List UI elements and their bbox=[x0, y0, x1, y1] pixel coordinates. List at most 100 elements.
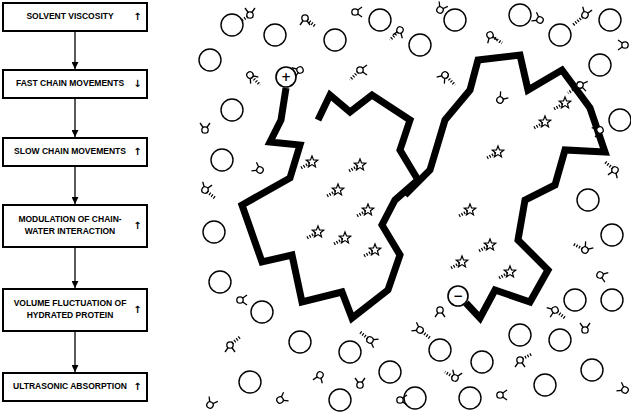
water-circle bbox=[379, 361, 401, 383]
water-molecule bbox=[411, 322, 425, 336]
bound-water-star bbox=[357, 204, 374, 216]
bound-water bbox=[301, 97, 571, 278]
water-molecule bbox=[595, 269, 608, 282]
water-circle bbox=[549, 24, 571, 46]
bound-water-star bbox=[554, 97, 571, 109]
water-circle bbox=[534, 374, 556, 396]
water-circle bbox=[251, 301, 273, 323]
water-molecule bbox=[275, 392, 289, 406]
flow-arrow bbox=[74, 99, 75, 137]
trend-arrow: ↑ bbox=[132, 147, 143, 157]
bound-water-star bbox=[451, 256, 468, 268]
water-molecule bbox=[200, 123, 210, 133]
water-circle bbox=[581, 359, 603, 381]
protein-chain bbox=[242, 88, 418, 318]
flow-arrow bbox=[74, 248, 75, 288]
process-box: SLOW CHAIN MOVEMENTS↑ bbox=[2, 137, 148, 167]
flow-arrow bbox=[74, 32, 75, 69]
water-molecule bbox=[484, 30, 497, 43]
water-circle bbox=[289, 331, 311, 353]
water-circle bbox=[221, 99, 243, 121]
water-molecule bbox=[237, 295, 247, 305]
trend-arrow: ↑ bbox=[132, 382, 143, 392]
charge-label: − bbox=[450, 288, 466, 304]
trend-arrow: ↑ bbox=[132, 12, 143, 22]
process-box: MODULATION OF CHAIN-WATER INTERACTION↑ bbox=[2, 204, 148, 248]
box-text: ULTRASONIC ABSORPTION bbox=[8, 381, 132, 393]
water-molecule bbox=[579, 7, 592, 20]
hydrogen-bonds bbox=[205, 15, 615, 378]
box-text: MODULATION OF CHAIN-WATER INTERACTION bbox=[8, 214, 132, 238]
water-circle bbox=[339, 341, 361, 363]
water-molecule bbox=[580, 323, 590, 333]
trend-arrow: ↑ bbox=[132, 305, 143, 315]
water-circle bbox=[549, 329, 571, 351]
water-molecule bbox=[365, 334, 379, 348]
box-text: SOLVENT VISCOSITY bbox=[8, 11, 132, 23]
water-circles bbox=[199, 4, 631, 411]
charge-label: + bbox=[278, 69, 294, 85]
bound-water-star bbox=[534, 116, 551, 128]
water-molecule bbox=[355, 378, 365, 388]
water-molecule bbox=[300, 15, 310, 25]
water-circle bbox=[509, 324, 531, 346]
water-molecule bbox=[435, 307, 445, 317]
water-circle bbox=[199, 49, 221, 71]
bound-water-star bbox=[479, 239, 496, 251]
water-molecule bbox=[449, 370, 462, 383]
water-molecule bbox=[352, 7, 362, 17]
water-circle bbox=[221, 14, 243, 36]
water-circle bbox=[329, 389, 351, 411]
water-circle bbox=[264, 24, 286, 46]
water-circle bbox=[404, 387, 426, 409]
water-circle bbox=[209, 271, 231, 293]
water-molecule bbox=[497, 390, 507, 400]
water-circle bbox=[211, 149, 233, 171]
box-text: SLOW CHAIN MOVEMENTS bbox=[8, 146, 132, 158]
water-circle bbox=[459, 387, 481, 409]
process-box: SOLVENT VISCOSITY↑ bbox=[2, 2, 148, 32]
process-box: ULTRASONIC ABSORPTION↑ bbox=[2, 372, 148, 402]
water-molecules bbox=[199, 1, 630, 410]
water-circle bbox=[599, 9, 621, 31]
water-molecule bbox=[618, 40, 628, 50]
water-molecule bbox=[608, 165, 621, 178]
water-circle bbox=[564, 289, 586, 311]
bound-water-star bbox=[459, 204, 476, 216]
water-circle bbox=[429, 339, 451, 361]
water-circle bbox=[369, 9, 391, 31]
water-molecule bbox=[204, 396, 218, 410]
water-molecule bbox=[244, 69, 258, 83]
water-circle bbox=[509, 4, 531, 26]
water-molecule bbox=[592, 124, 605, 137]
water-molecule bbox=[547, 304, 560, 317]
water-circle bbox=[409, 34, 431, 56]
water-molecule bbox=[245, 8, 255, 18]
box-text: FAST CHAIN MOVEMENTS bbox=[8, 78, 132, 90]
flow-arrow bbox=[74, 332, 75, 372]
water-circle bbox=[471, 351, 493, 373]
box-text: VOLUME FLUCTUATION OF HYDRATED PROTEIN bbox=[8, 298, 132, 322]
water-molecule bbox=[393, 25, 406, 38]
charge-circle bbox=[448, 286, 468, 306]
water-molecule bbox=[434, 1, 448, 15]
water-molecule bbox=[437, 69, 451, 83]
water-molecule bbox=[225, 342, 235, 352]
water-molecule bbox=[397, 395, 407, 405]
water-circle bbox=[324, 29, 346, 51]
flow-arrow bbox=[74, 167, 75, 204]
water-molecule bbox=[515, 357, 525, 367]
water-circle bbox=[601, 289, 623, 311]
bound-water-star bbox=[487, 146, 504, 158]
water-circle bbox=[609, 109, 631, 131]
water-molecule bbox=[616, 382, 630, 396]
water-circle bbox=[203, 221, 225, 243]
bound-water-star bbox=[307, 226, 324, 238]
protein-chain bbox=[405, 55, 605, 318]
water-molecule bbox=[576, 80, 588, 92]
process-box: VOLUME FLUCTUATION OF HYDRATED PROTEIN↑ bbox=[2, 288, 148, 332]
bound-water-star bbox=[349, 159, 366, 171]
water-circle bbox=[444, 9, 466, 31]
water-molecule bbox=[251, 162, 265, 176]
trend-arrow: ↑ bbox=[132, 221, 143, 231]
